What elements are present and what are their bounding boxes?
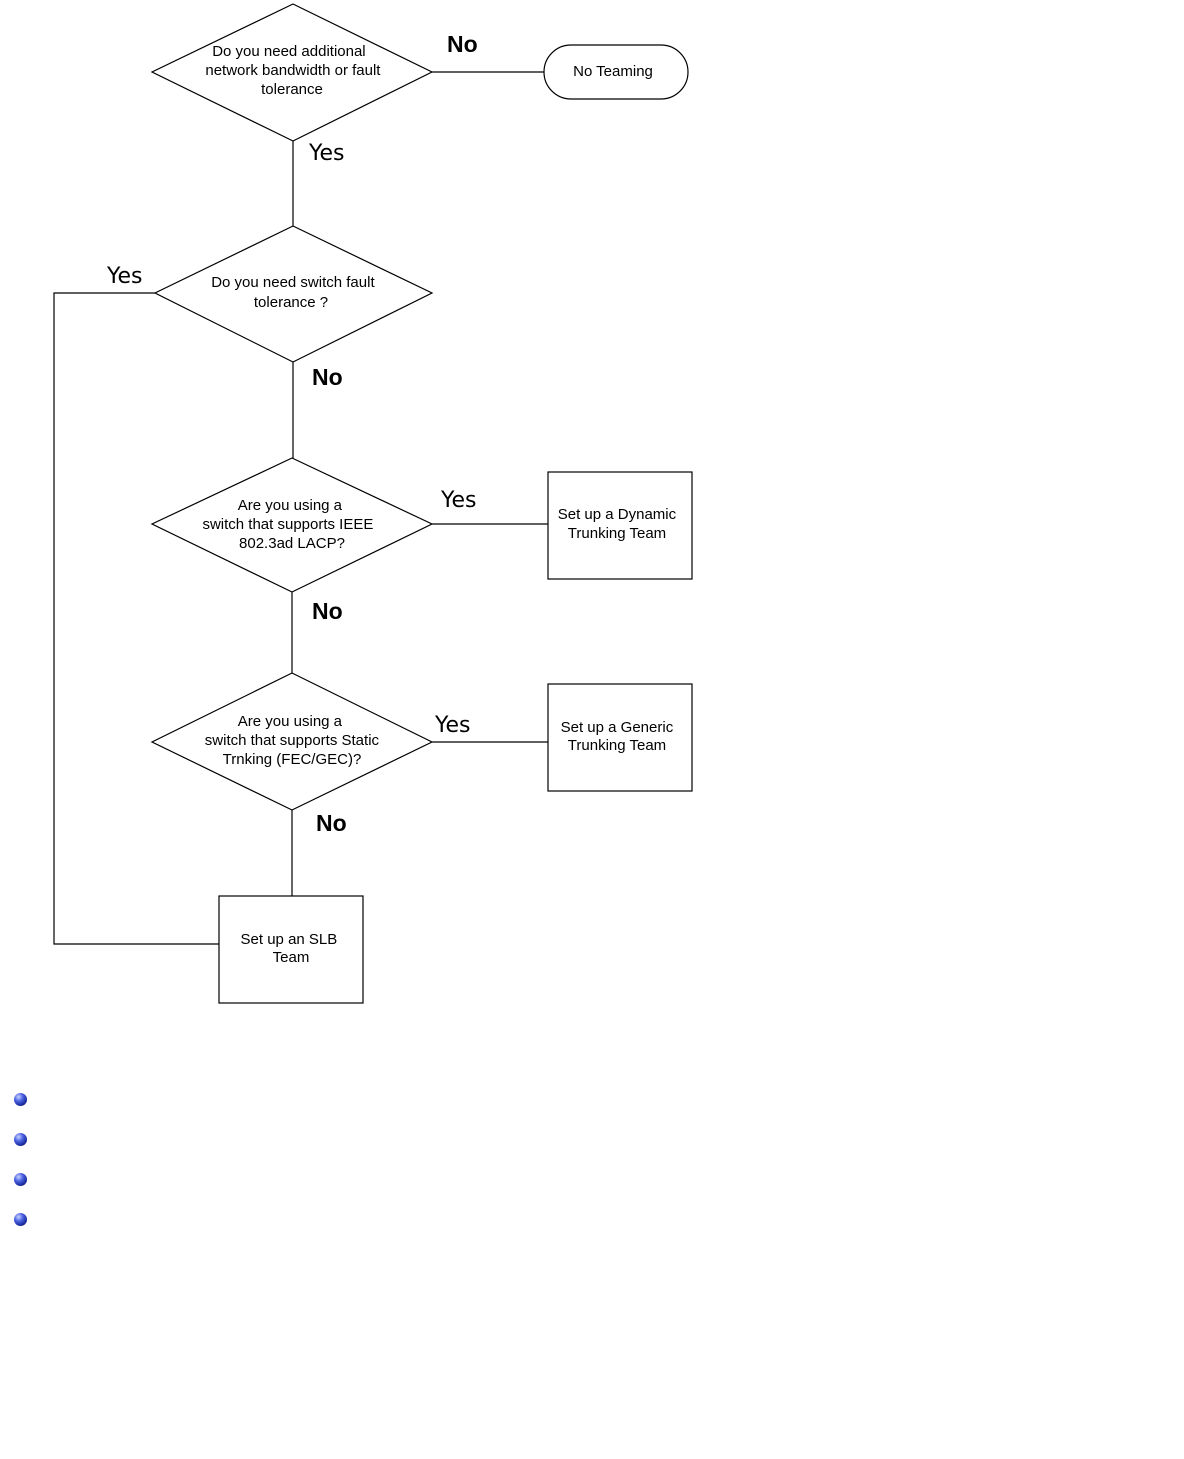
decision-lacp-label: Are you using a switch that supports IEE… xyxy=(202,497,377,552)
terminal-no-teaming xyxy=(543,44,689,100)
decision-switch-fault-label: Do you need switch fault tolerance ? xyxy=(211,274,379,311)
terminal-no-teaming-label: No Teaming xyxy=(573,63,653,80)
process-dynamic-trunking-label: Set up a Dynamic Trunking Team xyxy=(558,506,681,542)
edge-label-d1-no: No xyxy=(447,31,478,57)
process-slb-team-label: Set up an SLB Team xyxy=(241,931,342,966)
edge-label-d3-no: No xyxy=(312,598,343,624)
bullet-icon xyxy=(14,1213,27,1226)
bullet-icon xyxy=(14,1093,27,1106)
bullet-icon xyxy=(14,1173,27,1186)
edge-label-d1-yes: Yes xyxy=(308,141,345,166)
decision-diamond-bandwidth xyxy=(150,3,434,142)
decision-diamond-lacp xyxy=(150,457,434,593)
edge-label-d4-yes: Yes xyxy=(434,713,471,738)
process-generic-trunking xyxy=(547,683,693,792)
edge-label-d3-yes: Yes xyxy=(440,488,477,513)
process-generic-trunking-label: Set up a Generic Trunking Team xyxy=(561,719,678,754)
edge-label-d4-no: No xyxy=(316,810,347,836)
process-dynamic-trunking xyxy=(547,471,693,580)
edge-label-d2-no: No xyxy=(312,364,343,390)
teaming-flowchart: Do you need additional network bandwidth… xyxy=(53,3,693,1004)
edge-label-d2-yes: Yes xyxy=(106,264,143,289)
decision-bandwidth-label: Do you need additional network bandwidth… xyxy=(205,43,384,98)
decision-static-trunking-label: Are you using a switch that supports Sta… xyxy=(205,713,383,768)
decision-diamond-static-trunking xyxy=(150,672,434,811)
connector-d2-yes xyxy=(53,292,219,945)
decision-diamond-switch-fault xyxy=(153,225,434,363)
process-slb-team xyxy=(218,895,364,1004)
bullet-icon xyxy=(14,1133,27,1146)
